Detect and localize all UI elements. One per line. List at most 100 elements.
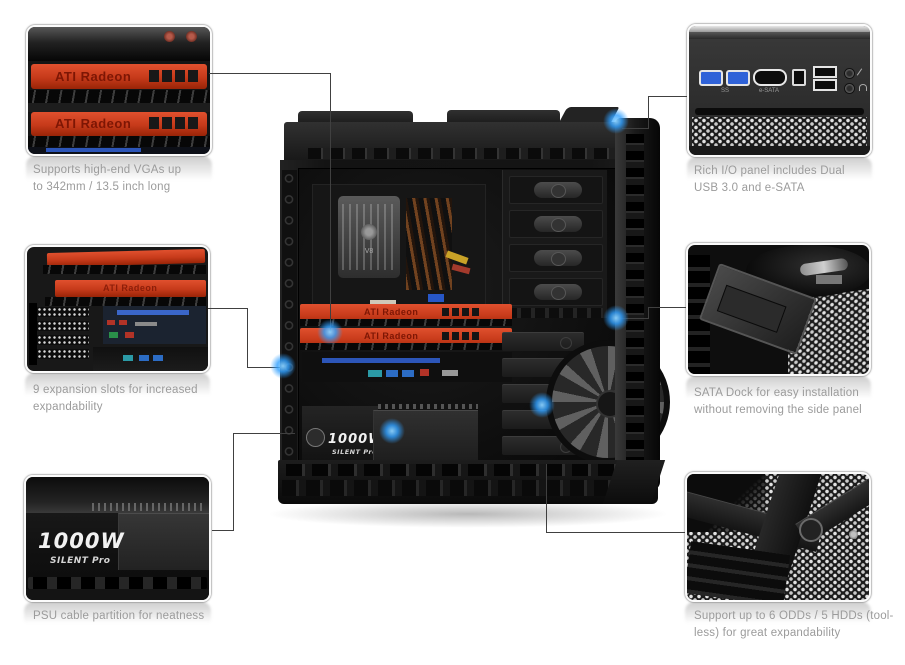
psu-wattage-text: 1000W bbox=[38, 529, 125, 553]
bay-latch bbox=[534, 182, 582, 198]
highlight-dot-dock bbox=[603, 305, 629, 331]
thumb-reflection bbox=[26, 156, 212, 186]
installed-gpu-1: ATI Radeon bbox=[300, 304, 512, 326]
highlight-dot-bays bbox=[529, 392, 555, 418]
connector-psu-h1 bbox=[212, 530, 234, 531]
hdd-label bbox=[816, 275, 842, 284]
sata-port-blue bbox=[386, 370, 398, 377]
case-top-handle-left bbox=[298, 111, 413, 125]
pcie-slot bbox=[117, 310, 189, 315]
feature-thumb-vga: ATI Radeon ATI Radeon bbox=[26, 25, 212, 156]
feature-thumb-dock bbox=[686, 243, 871, 376]
pcb-chip-red bbox=[125, 332, 134, 338]
thumb-reflection bbox=[686, 376, 871, 404]
audio-jack-icon bbox=[844, 68, 855, 79]
highlight-dot-psu bbox=[379, 418, 405, 444]
sata-port-blue bbox=[402, 370, 414, 377]
gpu-vent-dashes bbox=[149, 117, 199, 129]
cage-slat bbox=[502, 332, 584, 351]
header-pins bbox=[442, 370, 458, 376]
cooler-badge-icon bbox=[361, 224, 377, 240]
gpu-brand-text: ATI Radeon bbox=[55, 116, 132, 131]
sata-port-blue bbox=[153, 355, 163, 361]
case-top-handle-right bbox=[447, 110, 560, 125]
connector-slots-h1 bbox=[208, 308, 248, 309]
gpu-brand-text: ATI Radeon bbox=[103, 283, 158, 293]
case-top-panel bbox=[284, 122, 654, 164]
gpu-cooler-teeth bbox=[28, 90, 210, 103]
slot-cover bbox=[37, 307, 89, 317]
latch-knob-icon bbox=[551, 252, 566, 266]
case-shadow bbox=[266, 500, 670, 528]
slat-emboss-icon bbox=[560, 337, 572, 349]
connector-dock-h1 bbox=[620, 318, 649, 319]
odd-bay-row bbox=[509, 244, 603, 272]
feature-thumb-psu: 1000W SILENT Pro bbox=[24, 475, 211, 602]
cpu-cooler: V8 bbox=[338, 196, 400, 278]
headphone-glyph-icon bbox=[859, 84, 867, 91]
pcie-connector bbox=[46, 148, 141, 152]
connector-psu-v bbox=[233, 433, 234, 531]
tray-recess bbox=[716, 284, 787, 333]
cooler-master-logo-icon bbox=[306, 428, 325, 447]
io-silver-trim bbox=[689, 26, 870, 32]
gpu-cooler-teeth bbox=[28, 136, 210, 147]
psu-vent-slots bbox=[28, 577, 207, 589]
esata-port bbox=[753, 69, 787, 86]
partition-tick-row bbox=[378, 404, 478, 409]
esata-label: e-SATA bbox=[758, 88, 780, 94]
pcb-chip-red bbox=[107, 320, 115, 325]
connector-bays-h bbox=[546, 532, 685, 533]
gap-strip bbox=[28, 103, 210, 112]
gpu-cooler-teeth bbox=[45, 297, 206, 306]
bottom-shade bbox=[93, 347, 208, 371]
thumb-reflection bbox=[24, 602, 211, 628]
fan-mount-icon bbox=[164, 31, 175, 42]
caption-slots: 9 expansion slots for increased expandab… bbox=[33, 384, 198, 413]
connector-io-h1 bbox=[622, 128, 649, 129]
top-vent-slots bbox=[308, 148, 638, 159]
thumb-reflection bbox=[687, 157, 872, 185]
gpu-rear-edge-2: ATI Radeon bbox=[55, 280, 206, 297]
audio-jack-icon bbox=[844, 83, 855, 94]
sata-port-red bbox=[420, 369, 429, 376]
psu-model-text: SILENT Pro bbox=[50, 556, 111, 566]
gpu-cooler-teeth bbox=[43, 265, 206, 274]
pcie-slot bbox=[322, 358, 440, 363]
gpu-brand-text: ATI Radeon bbox=[364, 331, 419, 341]
pcb-chip-green bbox=[109, 332, 118, 338]
highlight-dot-io bbox=[603, 108, 629, 134]
connector-io-h2 bbox=[648, 96, 687, 97]
gpu-brand-text: ATI Radeon bbox=[55, 69, 132, 84]
sata-port-blue bbox=[139, 355, 149, 361]
odd-bay-row bbox=[509, 176, 603, 204]
feature-thumb-bays bbox=[685, 472, 871, 602]
gpu-card-2: ATI Radeon bbox=[31, 112, 207, 136]
usb2-port bbox=[813, 66, 837, 78]
latch-knob-icon bbox=[551, 286, 566, 300]
base-dash-row bbox=[286, 464, 648, 476]
usb3-label: SS bbox=[720, 88, 729, 94]
psu-bottom-strip bbox=[26, 589, 209, 600]
latch-knob-icon bbox=[551, 184, 566, 198]
bay-latch bbox=[534, 216, 582, 232]
thumbscrew-icon bbox=[849, 530, 858, 539]
highlight-dot-vga bbox=[317, 319, 343, 345]
fan-mount-icon bbox=[186, 31, 197, 42]
odd-bay-row bbox=[509, 278, 603, 306]
sata-port-teal bbox=[123, 355, 133, 361]
odd-bay-cage bbox=[502, 170, 607, 318]
base-rail bbox=[282, 480, 654, 496]
gpu-serration bbox=[300, 343, 512, 350]
rear-expansion-vents bbox=[282, 170, 297, 462]
firewire-port bbox=[792, 69, 806, 86]
latch-knob-icon bbox=[551, 218, 566, 232]
psu-cable-partition bbox=[118, 513, 209, 570]
gpu-vent-dashes bbox=[442, 332, 482, 340]
front-bezel bbox=[615, 118, 660, 490]
usb-header bbox=[428, 294, 444, 302]
psu-wattage-text: 1000W bbox=[328, 432, 384, 447]
caption-bays: Support up to 6 ODDs / 5 HDDs (tool-less… bbox=[694, 610, 894, 639]
feature-thumb-io: SS e-SATA bbox=[687, 24, 872, 157]
